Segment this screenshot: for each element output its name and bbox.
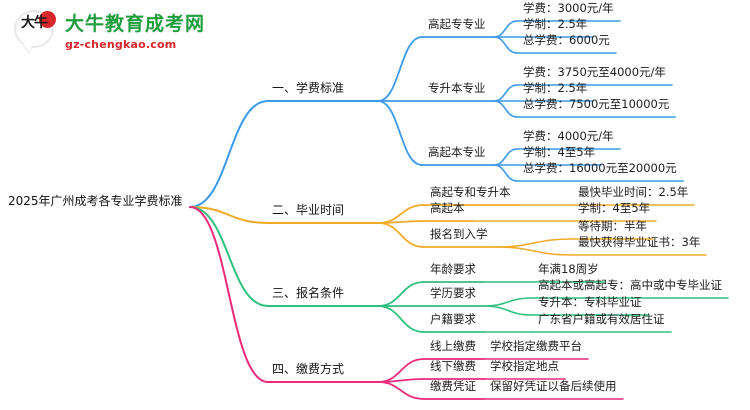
- mindmap-leaf-4-2-1[interactable]: 学校指定地点: [490, 359, 559, 373]
- mindmap-subbranch-label-2-3[interactable]: 报名到入学: [430, 227, 488, 241]
- logo-red-dot-icon: [39, 11, 56, 28]
- mindmap-subbranch-label-1-3[interactable]: 高起本专业: [428, 145, 486, 159]
- mindmap-leaf-1-3-3[interactable]: 总学费：16000元至20000元: [523, 161, 677, 175]
- mindmap-leaf-1-1-1[interactable]: 学费：3000元/年: [523, 1, 614, 15]
- mindmap-leaf-3-2-1[interactable]: 高起本或高起专：高中或中专毕业证: [538, 278, 722, 292]
- mindmap-leaf-1-1-2[interactable]: 学制：2.5年: [523, 17, 588, 31]
- mindmap-subbranch-label-3-1[interactable]: 年龄要求: [430, 262, 476, 276]
- mindmap-branch-label-4[interactable]: 四、缴费方式: [272, 362, 345, 376]
- mindmap-subbranch-label-2-2[interactable]: 高起本: [430, 201, 465, 215]
- logo-mark-text: 大牛: [21, 15, 48, 31]
- mindmap-leaf-4-3-1[interactable]: 保留好凭证以备后续使用: [490, 379, 617, 393]
- mindmap-leaf-2-3-2[interactable]: 最快获得毕业证书：3年: [578, 235, 701, 249]
- mindmap-leaf-4-1-1[interactable]: 学校指定缴费平台: [490, 339, 582, 353]
- logo-mark-icon: 大牛: [14, 10, 58, 54]
- mindmap-leaf-3-1-1[interactable]: 年满18周岁: [538, 262, 599, 276]
- mindmap-leaf-2-1-1[interactable]: 最快毕业时间：2.5年: [578, 185, 689, 199]
- site-logo: 大牛 大牛教育成考网 gz-chengkao.com: [14, 10, 205, 54]
- mindmap-leaf-1-2-3[interactable]: 总学费：7500元至10000元: [523, 97, 670, 111]
- mindmap-subbranch-label-4-2[interactable]: 线下缴费: [430, 359, 476, 373]
- mindmap-subbranch-label-3-3[interactable]: 户籍要求: [430, 312, 476, 326]
- mindmap-branch-label-3[interactable]: 三、报名条件: [272, 286, 345, 300]
- mindmap-leaf-1-2-2[interactable]: 学制：2.5年: [523, 81, 588, 95]
- mindmap-subbranch-label-1-2[interactable]: 专升本专业: [428, 81, 486, 95]
- mindmap-leaf-2-2-1[interactable]: 学制：4至5年: [578, 201, 651, 215]
- mindmap-subbranch-label-4-1[interactable]: 线上缴费: [430, 339, 476, 353]
- mindmap-leaf-1-3-1[interactable]: 学费：4000元/年: [523, 129, 614, 143]
- mindmap-subbranch-label-1-1[interactable]: 高起专专业: [428, 17, 486, 31]
- logo-url: gz-chengkao.com: [65, 37, 177, 51]
- logo-title: 大牛教育成考网: [65, 12, 206, 35]
- mindmap-leaf-2-3-1[interactable]: 等待期：半年: [578, 219, 647, 233]
- mindmap-branch-label-2[interactable]: 二、毕业时间: [272, 203, 345, 217]
- mindmap-leaf-1-3-2[interactable]: 学制：4至5年: [523, 145, 596, 159]
- mindmap-leaf-1-2-1[interactable]: 学费：3750元至4000元/年: [523, 65, 666, 79]
- logo-text-block: 大牛教育成考网 gz-chengkao.com: [65, 12, 206, 51]
- mindmap-leaf-3-3-1[interactable]: 广东省户籍或有效居住证: [538, 312, 665, 326]
- mindmap-subbranch-label-2-1[interactable]: 高起专和专升本: [430, 185, 511, 199]
- mindmap-branch-label-1[interactable]: 一、学费标准: [272, 81, 345, 95]
- mindmap-leaf-1-1-3[interactable]: 总学费：6000元: [523, 33, 610, 47]
- mindmap-subbranch-label-3-2[interactable]: 学历要求: [430, 286, 476, 300]
- mindmap-root-node[interactable]: 2025年广州成考各专业学费标准: [8, 194, 183, 208]
- mindmap-subbranch-label-4-3[interactable]: 缴费凭证: [430, 379, 476, 393]
- mindmap-leaf-3-2-2[interactable]: 专升本：专科毕业证: [538, 295, 642, 309]
